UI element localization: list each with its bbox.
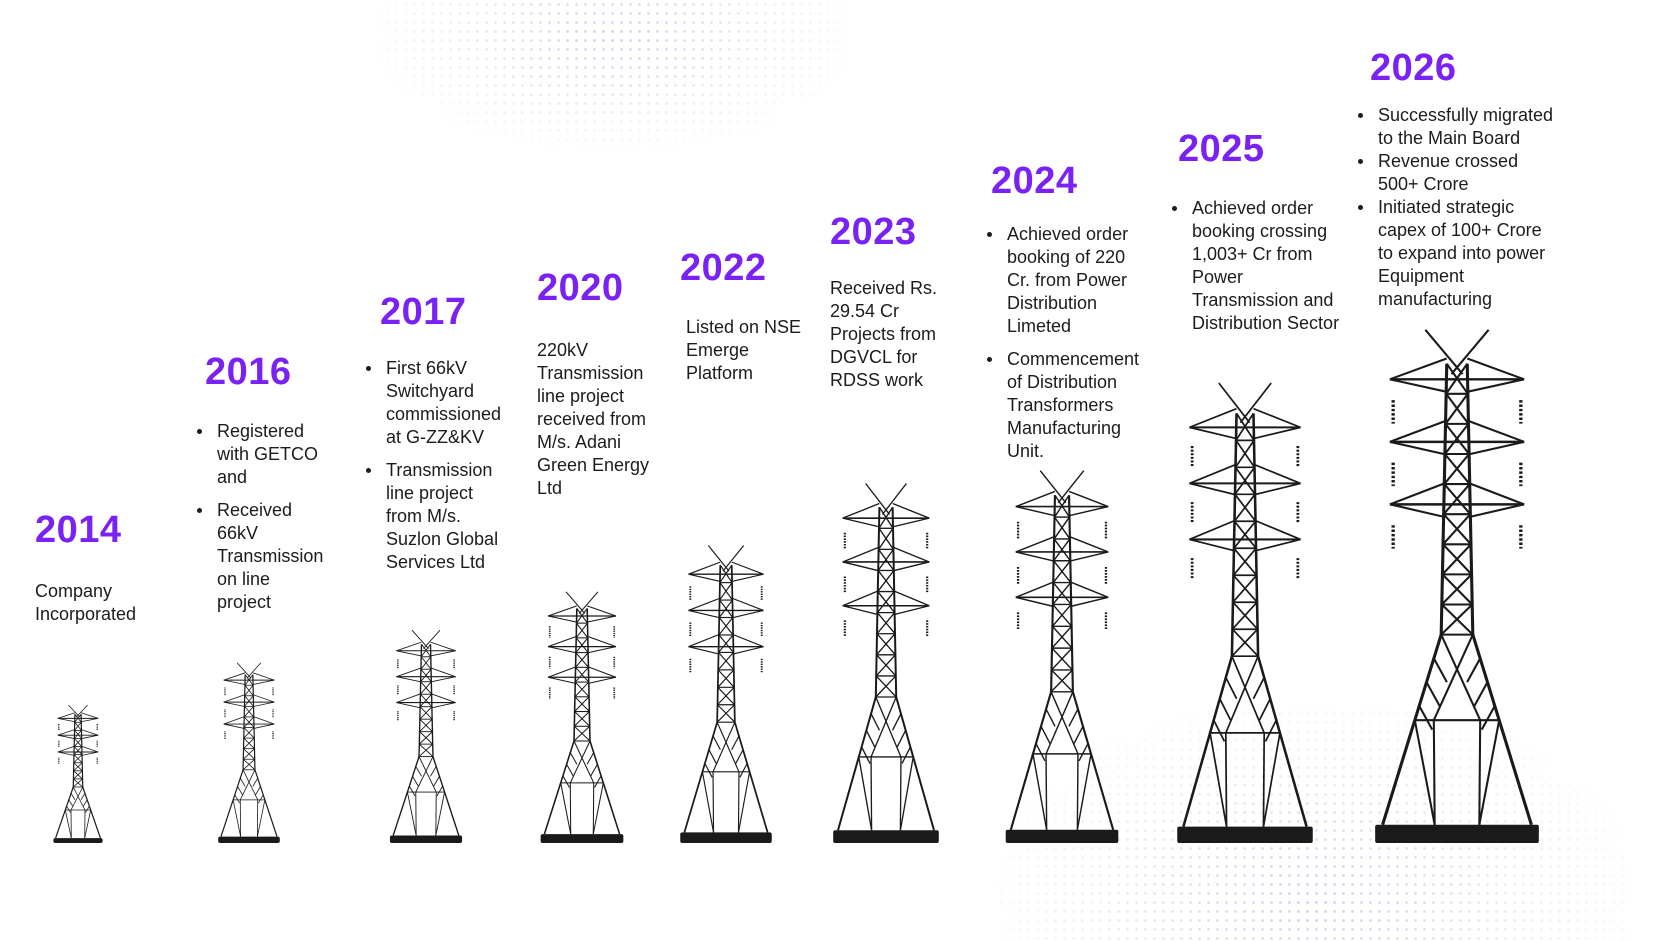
tower-2017-icon (389, 629, 463, 843)
milestone-2020-description: 220kV Transmission line project received… (537, 339, 652, 500)
year-2023: 2023 (830, 211, 917, 253)
milestone-2023-description: Received Rs. 29.54 Cr Projects from DGVC… (830, 277, 945, 392)
milestone-2024-bullet: Achieved order booking of 220 Cr. from P… (987, 223, 1145, 338)
milestone-2016-description: Registered with GETCO and Received 66kV … (195, 420, 325, 624)
milestone-2017-bullet: First 66kV Switchyard commissioned at G-… (366, 357, 509, 449)
milestone-2025-description: Achieved order booking crossing 1,003+ C… (1170, 197, 1340, 345)
tower-2022-icon (680, 545, 772, 843)
year-2025: 2025 (1178, 128, 1265, 170)
year-2024: 2024 (991, 160, 1078, 202)
milestone-2026-bullet: Successfully migrated to the Main Board (1358, 104, 1556, 150)
year-2026: 2026 (1370, 47, 1457, 89)
milestone-2026-bullet: Initiated strategic capex of 100+ Crore … (1358, 196, 1556, 311)
milestone-2023-text: Received Rs. 29.54 Cr Projects from DGVC… (830, 278, 938, 390)
tower-2016-icon (218, 662, 280, 843)
milestone-2025-bullets: Achieved order booking crossing 1,003+ C… (1170, 197, 1340, 335)
milestone-2022-description: Listed on NSE Emerge Platform (686, 316, 816, 385)
milestone-2016-bullet: Registered with GETCO and (197, 420, 325, 489)
milestone-2025-bullet: Achieved order booking crossing 1,003+ C… (1172, 198, 1340, 333)
milestone-2017-bullets: First 66kV Switchyard commissioned at G-… (364, 357, 509, 574)
year-2022: 2022 (680, 247, 767, 289)
year-2016: 2016 (205, 351, 292, 393)
year-2020: 2020 (537, 267, 624, 309)
tower-2024-icon (1005, 470, 1119, 843)
milestone-2017-bullet: Transmission line project from M/s. Suzl… (366, 459, 509, 574)
tower-2023-icon (833, 483, 939, 843)
milestone-2024-bullets: Achieved order booking of 220 Cr. from P… (985, 223, 1145, 463)
tower-2026-icon (1375, 329, 1539, 843)
milestone-2014-text: Company Incorporated (35, 581, 137, 624)
milestone-2026-bullets: Successfully migrated to the Main Board … (1356, 104, 1556, 311)
tower-2014-icon (53, 704, 103, 843)
milestone-2024-bullet: Commencement of Distribution Transformer… (987, 348, 1145, 463)
milestone-2016-bullets: Registered with GETCO and Received 66kV … (195, 420, 325, 614)
tower-2025-icon (1177, 382, 1313, 843)
year-2017: 2017 (380, 291, 467, 333)
milestone-2016-bullet: Received 66kV Transmission on line proje… (197, 500, 324, 612)
tower-2020-icon (540, 591, 624, 843)
dot-pattern-top (230, 0, 870, 240)
year-2014: 2014 (35, 509, 122, 551)
milestone-2022-text: Listed on NSE Emerge Platform (686, 317, 802, 383)
milestone-2026-description: Successfully migrated to the Main Board … (1356, 104, 1556, 311)
milestone-2020-text: 220kV Transmission line project received… (537, 340, 650, 498)
milestone-2026-bullet: Revenue crossed 500+ Crore (1358, 150, 1556, 196)
milestone-2017-description: First 66kV Switchyard commissioned at G-… (364, 357, 509, 584)
milestone-2024-description: Achieved order booking of 220 Cr. from P… (985, 223, 1145, 473)
milestone-2014-description: Company Incorporated (35, 580, 165, 626)
